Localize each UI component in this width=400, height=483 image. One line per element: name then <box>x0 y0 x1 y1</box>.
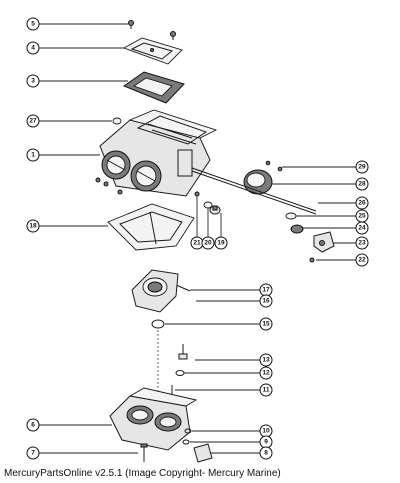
part-pin <box>175 284 191 292</box>
part-screws-top <box>128 20 176 40</box>
svg-text:1: 1 <box>31 152 35 159</box>
svg-text:16: 16 <box>262 298 270 305</box>
callout-29: 29 <box>355 160 369 174</box>
part-throttle-screws <box>265 160 283 172</box>
svg-text:28: 28 <box>358 181 366 188</box>
svg-text:3: 3 <box>31 78 35 85</box>
svg-text:18: 18 <box>29 223 37 230</box>
callout-26: 26 <box>355 196 369 210</box>
svg-text:25: 25 <box>358 213 366 220</box>
part-carburetor-body <box>95 109 218 197</box>
callout-6: 6 <box>26 418 40 432</box>
callout-4: 4 <box>26 41 40 55</box>
svg-text:10: 10 <box>262 428 270 435</box>
callout-27: 27 <box>26 114 40 128</box>
part-shaft-hardware <box>285 212 335 263</box>
callout-20: 20 <box>201 236 215 250</box>
part-cover-gasket <box>122 71 185 104</box>
callout-12: 12 <box>259 366 273 380</box>
svg-text:12: 12 <box>262 370 270 377</box>
callout-3: 3 <box>26 74 40 88</box>
svg-text:6: 6 <box>31 422 35 429</box>
callout-16: 16 <box>259 294 273 308</box>
callout-8: 8 <box>259 446 273 460</box>
svg-text:23: 23 <box>358 240 366 247</box>
svg-text:11: 11 <box>263 387 270 394</box>
callout-1: 1 <box>26 148 40 162</box>
svg-text:27: 27 <box>29 118 37 125</box>
svg-text:15: 15 <box>262 321 270 328</box>
callout-17: 17 <box>259 283 273 297</box>
part-float-bowl <box>109 387 198 451</box>
callout-28: 28 <box>355 177 369 191</box>
part-plug-washer-screw <box>194 191 221 215</box>
svg-text:29: 29 <box>358 164 366 171</box>
svg-text:24: 24 <box>358 225 366 232</box>
callout-23: 23 <box>355 236 369 250</box>
part-clip <box>112 117 122 125</box>
leader-lines <box>39 23 356 454</box>
svg-text:17: 17 <box>262 287 270 294</box>
svg-text:7: 7 <box>31 450 35 457</box>
svg-text:5: 5 <box>31 21 35 28</box>
svg-text:8: 8 <box>264 450 268 457</box>
part-cover-plate <box>122 37 183 65</box>
callout-19: 19 <box>214 236 228 250</box>
svg-text:19: 19 <box>217 240 225 247</box>
svg-text:22: 22 <box>358 257 366 264</box>
callout-22: 22 <box>355 253 369 267</box>
svg-text:20: 20 <box>204 240 212 247</box>
part-bowl-screw <box>140 443 148 462</box>
callout-13: 13 <box>259 353 273 367</box>
callout-25: 25 <box>355 209 369 223</box>
callout-24: 24 <box>355 221 369 235</box>
part-o-ring <box>151 319 165 329</box>
svg-text:4: 4 <box>31 45 35 52</box>
svg-text:9: 9 <box>264 439 268 446</box>
copyright-caption: MercuryPartsOnline v2.5.1 (Image Copyrig… <box>4 468 281 479</box>
callout-9: 9 <box>259 435 273 449</box>
part-throttle-shaft <box>191 167 317 215</box>
callout-18: 18 <box>26 219 40 233</box>
callout-5: 5 <box>26 17 40 31</box>
part-drain-hardware <box>182 428 213 463</box>
svg-text:21: 21 <box>193 240 201 247</box>
callout-15: 15 <box>259 317 273 331</box>
callout-21: 21 <box>190 236 204 250</box>
callout-11: 11 <box>259 383 273 397</box>
part-jets <box>171 344 188 396</box>
svg-text:26: 26 <box>358 200 366 207</box>
callout-7: 7 <box>26 446 40 460</box>
svg-text:13: 13 <box>262 357 270 364</box>
part-flange-gasket <box>107 203 195 251</box>
part-venturi <box>131 269 179 313</box>
callout-10: 10 <box>259 424 273 438</box>
